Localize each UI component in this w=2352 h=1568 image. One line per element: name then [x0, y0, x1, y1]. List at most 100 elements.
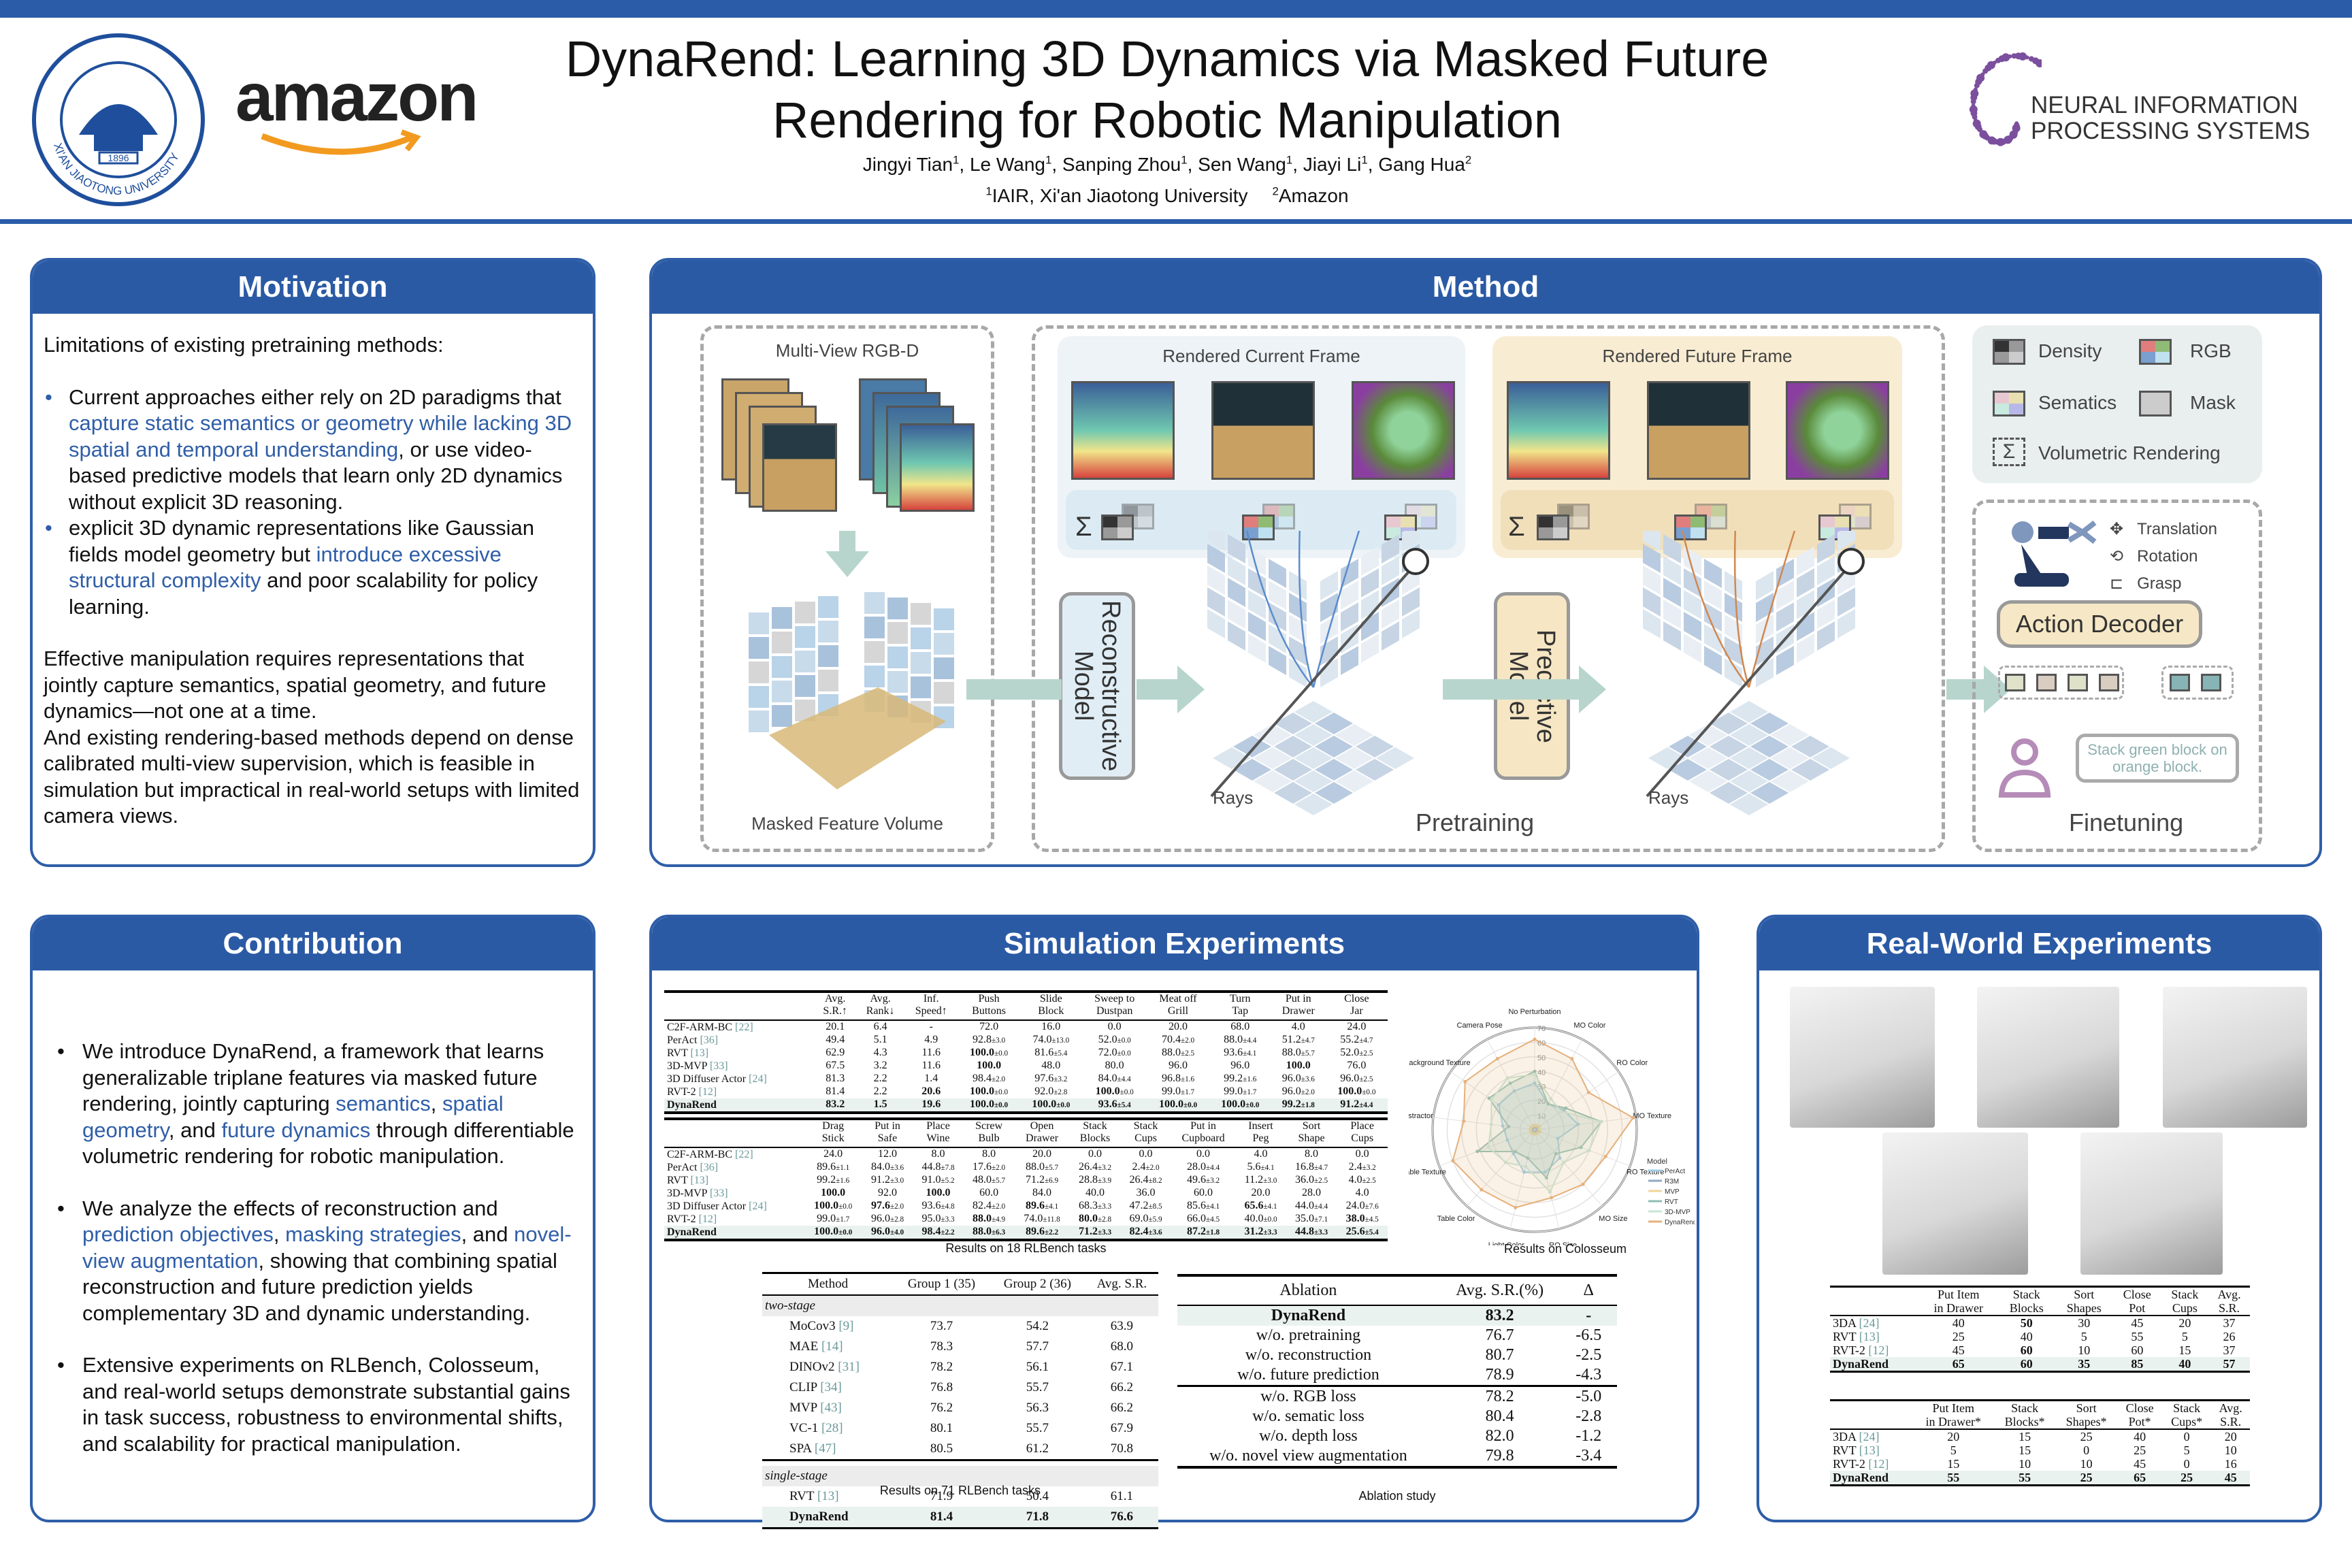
triplane-cell — [1710, 782, 1748, 804]
table-cell: 50.4 — [1026, 1488, 1049, 1503]
table-cell: 85.64.1 — [1171, 1200, 1235, 1213]
method-name: DynaRend — [667, 1226, 717, 1238]
triplane-cell — [1817, 534, 1835, 564]
table-cell: 88.02.5 — [1147, 1047, 1209, 1060]
triplane-cell — [1294, 770, 1333, 792]
volume-cell — [911, 627, 931, 649]
triplane-cell — [1382, 556, 1399, 585]
column-header: Close Pot — [2112, 1286, 2161, 1316]
logo-dot — [1969, 105, 1978, 114]
table-cell: 100.0 — [1286, 1060, 1311, 1071]
table-cell: 65 — [2117, 1471, 2162, 1486]
triplane-cell — [1669, 736, 1707, 757]
triplane-cell — [1643, 544, 1661, 573]
table-cell: 47.28.5 — [1120, 1200, 1171, 1213]
method-name: C2F-ARM-BC — [667, 1021, 733, 1033]
citation-link: [33] — [709, 1060, 728, 1072]
rendered-semantic-image — [1352, 381, 1455, 480]
logo-dot — [1973, 87, 1978, 92]
triplane-cell — [1684, 568, 1701, 598]
table-plane — [769, 687, 946, 789]
table-cell: 65 — [1918, 1357, 1998, 1372]
table-cell: 3.2 — [873, 1060, 887, 1071]
radar-point — [1507, 1124, 1511, 1128]
column-header: Place Wine — [913, 1119, 964, 1148]
table-cell: 99.21.6 — [1209, 1073, 1271, 1085]
table-cell: 91.24.4 — [1325, 1098, 1388, 1113]
table-cell: 96.0 — [1169, 1060, 1188, 1071]
radar-category-label: MO Size — [1599, 1215, 1627, 1223]
group-row: single-stage — [762, 1465, 1158, 1486]
table-cell: w/o. pretraining — [1256, 1326, 1361, 1344]
table-cell: -4.3 — [1575, 1366, 1602, 1384]
multi-view-label: Multi-View RGB-D — [775, 340, 919, 361]
table-cell: 96.02.8 — [862, 1213, 913, 1226]
triplane-cell — [1341, 559, 1358, 588]
contribution-bullet: Extensive experiments on RLBench, Coloss… — [44, 1352, 581, 1457]
radar-axis — [1467, 1129, 1535, 1207]
volume-cell — [864, 641, 885, 663]
radar-point — [1550, 1196, 1554, 1200]
volume-cell — [749, 686, 769, 708]
column-header: Avg. S.R. — [2211, 1400, 2250, 1430]
feature-swatch — [1674, 514, 1707, 540]
logo-dot — [1992, 61, 1997, 65]
logo-dot — [1970, 89, 1979, 98]
rendered-rgb-image — [1211, 381, 1315, 480]
radar-point — [1508, 1081, 1512, 1085]
triplane-cell — [1269, 646, 1286, 675]
volume-cell — [864, 666, 885, 687]
triplane-future — [1643, 531, 1865, 815]
triplane-cell — [1269, 624, 1286, 653]
triplane-cell — [1689, 747, 1727, 769]
method-name: 3D-MVP — [667, 1060, 707, 1072]
camera-icon — [1838, 548, 1865, 575]
method-name: PerAct — [667, 1034, 698, 1046]
table-cell: 92.02.8 — [1020, 1085, 1082, 1098]
citation-link: [12] — [698, 1085, 717, 1098]
triplane-cell — [1725, 593, 1742, 622]
column-header: Put in Cupboard — [1171, 1119, 1236, 1148]
author: Sen Wang1, — [1198, 154, 1303, 176]
volume-cell — [818, 621, 838, 642]
table-cell: 96.02.0 — [1271, 1085, 1326, 1098]
table-cell: 4.0 — [1291, 1021, 1305, 1032]
ray-curve — [1681, 531, 1750, 688]
table-cell: 36.02.5 — [1286, 1174, 1337, 1187]
triplane-cell — [1797, 590, 1814, 619]
radar-point — [1554, 1152, 1558, 1156]
radar-point — [1549, 1096, 1553, 1100]
table-row: 3D Diffuser Actor [24]100.00.097.62.093.… — [664, 1200, 1388, 1213]
column-header: Screw Bulb — [963, 1119, 1015, 1148]
radar-axis — [1509, 1129, 1535, 1229]
table-cell: 10 — [2078, 1343, 2091, 1357]
motivation-paragraph: And existing rendering-based methods dep… — [44, 725, 580, 828]
table-cell: 11.6 — [921, 1060, 941, 1071]
radar-tick-label: 40 — [1537, 1068, 1546, 1077]
triplane-cell — [1315, 759, 1353, 781]
table-cell: 49.4 — [826, 1034, 845, 1045]
table-cell: 1.5 — [856, 1098, 905, 1113]
table-cell: 80.1 — [930, 1421, 953, 1435]
table-cell: 8.0 — [1305, 1148, 1319, 1160]
column-header: Turn Tap — [1209, 992, 1271, 1021]
column-header: Place Cups — [1337, 1119, 1388, 1148]
table-cell: 15 — [1947, 1457, 1960, 1471]
radar-point — [1487, 1096, 1491, 1100]
table-cell: 65.64.1 — [1235, 1200, 1286, 1213]
legend-label: MVP — [1665, 1188, 1680, 1196]
radar-point — [1533, 1069, 1537, 1073]
down-arrow-icon — [826, 531, 869, 577]
triplane-cell — [1315, 713, 1353, 734]
radar-point — [1462, 1119, 1466, 1123]
radar-point — [1538, 1130, 1542, 1134]
volume-cell — [818, 645, 838, 667]
motivation-bullet: explicit 3D dynamic representations like… — [44, 515, 581, 620]
column-header: Stack Blocks — [1997, 1286, 2055, 1316]
